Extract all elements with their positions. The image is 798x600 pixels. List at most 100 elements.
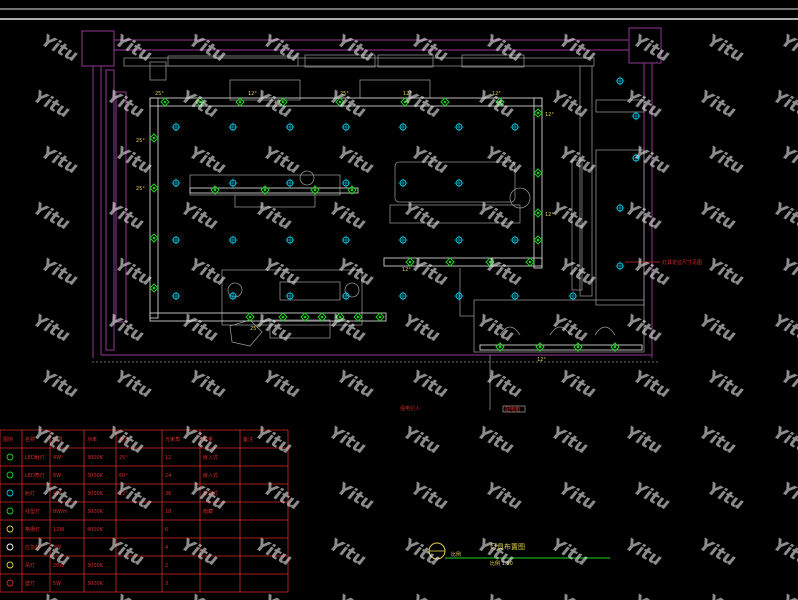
watermark-text: Yitu xyxy=(622,311,665,347)
watermark-text: Yitu xyxy=(482,255,525,291)
downlight-icon xyxy=(510,291,520,301)
downlight-icon xyxy=(454,235,464,245)
legend-cell: 3 xyxy=(165,581,168,587)
downlight-icon xyxy=(341,235,351,245)
downlight-icon xyxy=(171,178,181,188)
watermark-text: Yitu xyxy=(630,591,673,600)
angle-label: 25° xyxy=(155,91,164,97)
watermark-text: Yitu xyxy=(770,311,798,347)
legend-cell: 36 xyxy=(165,491,171,497)
downlight-icon xyxy=(454,122,464,132)
watermark-text: Yitu xyxy=(704,591,747,600)
downlight-icon xyxy=(398,235,408,245)
legend-cell: 嵌入式 xyxy=(203,454,218,461)
watermark-text: Yitu xyxy=(548,87,591,123)
watermark-text: Yitu xyxy=(408,143,451,179)
watermark-text: Yitu xyxy=(30,423,73,459)
legend-cell: 4W xyxy=(53,491,61,497)
watermark-text: Yitu xyxy=(482,31,525,67)
spotlight-icon xyxy=(335,312,345,322)
legend-symbol-icon xyxy=(6,507,14,515)
downlight-icon xyxy=(568,291,578,301)
watermark-text: Yitu xyxy=(252,535,295,571)
legend-symbol-icon xyxy=(6,543,14,551)
legend-header: 图例 xyxy=(3,436,13,443)
watermark-text: Yitu xyxy=(548,311,591,347)
spotlight-icon xyxy=(445,257,455,267)
angle-label: 25° xyxy=(250,326,259,332)
watermark-text: Yitu xyxy=(548,535,591,571)
downlight-icon xyxy=(615,203,625,213)
drawing-scale: 比例 1:50 xyxy=(490,560,513,567)
watermark-text: Yitu xyxy=(186,31,229,67)
legend-cell: LED射灯 xyxy=(25,454,45,461)
watermark-text: Yitu xyxy=(252,199,295,235)
watermark-text: Yitu xyxy=(30,311,73,347)
legend-cell: 4000K xyxy=(87,527,104,533)
downlight-icon xyxy=(171,122,181,132)
downlight-icon xyxy=(285,291,295,301)
watermark-text: Yitu xyxy=(556,255,599,291)
watermark-text: Yitu xyxy=(178,535,221,571)
watermark-text: Yitu xyxy=(326,311,369,347)
spotlight-icon xyxy=(485,257,495,267)
downlight-icon xyxy=(631,111,641,121)
angle-label: 12° xyxy=(248,91,257,97)
spotlight-icon xyxy=(347,185,357,195)
watermark-text: Yitu xyxy=(622,199,665,235)
watermark-text: Yitu xyxy=(556,143,599,179)
downlight-icon xyxy=(510,122,520,132)
interior-lines xyxy=(92,54,660,413)
watermark-text: Yitu xyxy=(770,423,798,459)
frame-lines xyxy=(0,8,798,20)
watermark-text: Yitu xyxy=(704,479,747,515)
watermark-text: Yitu xyxy=(400,535,443,571)
watermark-text: Yitu xyxy=(400,311,443,347)
legend-header: 型号 xyxy=(53,436,63,443)
downlight-icon xyxy=(228,291,238,301)
watermark-text: Yitu xyxy=(556,367,599,403)
spotlight-icon xyxy=(495,342,505,352)
watermark-text: Yitu xyxy=(260,143,303,179)
watermark-text: Yitu xyxy=(704,367,747,403)
watermark-text: Yitu xyxy=(178,423,221,459)
downlight-icon xyxy=(398,291,408,301)
watermark-text: Yitu xyxy=(474,423,517,459)
watermark-text: Yitu xyxy=(474,311,517,347)
legend-header: 色温 xyxy=(119,436,129,443)
spotlight-icon xyxy=(533,168,543,178)
watermark-text: Yitu xyxy=(38,367,81,403)
legend-cell: 3000K xyxy=(87,491,104,497)
annotations: 灯具定位尺寸见图 强电引入 配电箱 xyxy=(400,259,702,413)
watermark-text: Yitu xyxy=(104,423,147,459)
legend-cell: 嵌入式 xyxy=(203,472,218,479)
legend-header: 数量 xyxy=(203,436,213,443)
spotlight-icon xyxy=(210,185,220,195)
watermark-text: Yitu xyxy=(334,143,377,179)
downlight-grid xyxy=(171,76,641,301)
watermark-text: Yitu xyxy=(482,479,525,515)
watermark-text: Yitu xyxy=(696,535,739,571)
spotlight-icon xyxy=(405,257,415,267)
downlight-icon xyxy=(228,235,238,245)
legend-cell: 2 xyxy=(165,563,168,569)
spotlight-icon xyxy=(310,185,320,195)
watermark-text: Yitu xyxy=(178,87,221,123)
legend-cell: 8W/m xyxy=(53,509,68,515)
angle-label: 12° xyxy=(545,112,554,118)
legend-cell: 壁灯 xyxy=(25,580,35,587)
legend-cell: 线型灯 xyxy=(25,508,40,515)
watermark-text: Yitu xyxy=(770,87,798,123)
watermark-text: Yitu xyxy=(630,31,673,67)
watermark-text: Yitu xyxy=(778,31,798,67)
watermark-text: Yitu xyxy=(252,311,295,347)
downlight-icon xyxy=(454,178,464,188)
downlight-icon xyxy=(341,122,351,132)
downlight-icon xyxy=(285,122,295,132)
watermark-text: Yitu xyxy=(326,535,369,571)
watermark-text: Yitu xyxy=(112,31,155,67)
watermark-text: Yitu xyxy=(178,199,221,235)
spotlight-icon xyxy=(149,133,159,143)
watermark-text: Yitu xyxy=(104,535,147,571)
